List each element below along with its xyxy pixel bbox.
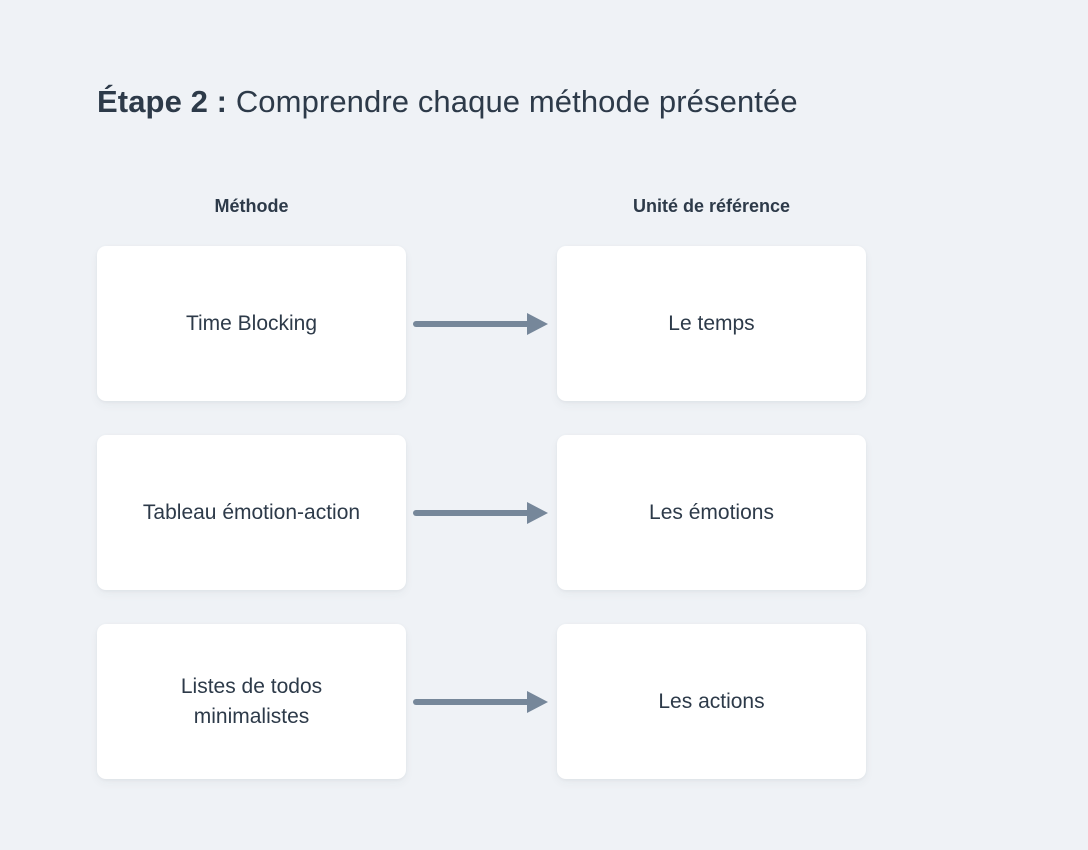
method-card-label: Tableau émotion-action [142,500,361,524]
unit-card[interactable]: Les émotions [557,435,866,590]
method-card[interactable]: Time Blocking [97,246,406,401]
method-card-label: Listes de todos minimalistes [180,674,323,728]
page-title: Étape 2 : Comprendre chaque méthode prés… [97,83,798,122]
column-header-method: Méthode [214,196,289,216]
arrow-right-icon [413,691,548,713]
method-card[interactable]: Tableau émotion-action [97,435,406,590]
arrow-right-icon [413,313,548,335]
unit-card[interactable]: Le temps [557,246,866,401]
unit-card[interactable]: Les actions [557,624,866,779]
method-card-label: Time Blocking [185,311,318,335]
page-title-step: Étape 2 : [97,83,228,119]
method-card[interactable]: Listes de todos minimalistes [97,624,406,779]
page-title-rest: Comprendre chaque méthode présentée [227,83,798,119]
unit-card-label: Les actions [658,689,765,713]
unit-card-label: Le temps [668,311,755,335]
column-header-unit: Unité de référence [632,196,791,216]
unit-card-label: Les émotions [649,500,774,524]
arrow-right-icon [413,502,548,524]
